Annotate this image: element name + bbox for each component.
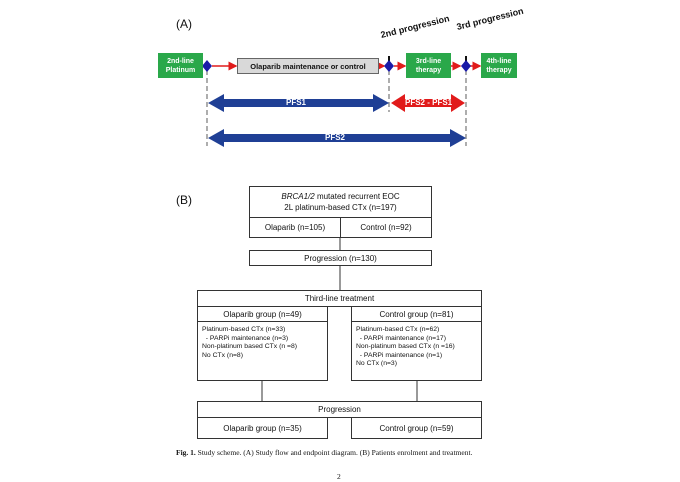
caption-label: Fig. 1. [176,448,196,457]
panel-b-label: (B) [176,193,192,207]
pfs2-minus-pfs1-arrow [391,94,465,112]
olaparib-final-box: Olaparib group (n=35) [197,417,328,439]
figure-caption: Fig. 1. Study scheme. (A) Study flow and… [176,448,472,457]
control-final-box: Control group (n=59) [351,417,482,439]
diamond-marker-prog3 [461,60,471,72]
olaparib-line-1: Platinum-based CTx (n=33) [202,326,286,333]
panel-a-diagram [202,56,482,147]
panel-a-label: (A) [176,17,192,31]
cohort-subtitle: 2L platinum-based CTx (n=197) [284,203,397,212]
progression-box: Progression (n=130) [249,250,432,266]
control-arm-box: Control (n=92) [340,217,432,238]
pfs1-arrow [208,94,389,112]
olaparib-treatment-detail: Platinum-based CTx (n=33) - PARPi mainte… [197,321,328,381]
control-treatment-detail: Platinum-based CTx (n=62) - PARPi mainte… [351,321,482,381]
control-line-5: No CTx (n=3) [356,360,397,368]
control-line-4: - PARPi maintenance (n=1) [356,351,443,359]
olaparib-arm-box: Olaparib (n=105) [249,217,341,238]
maintenance-box: Olaparib maintenance or control [237,58,379,74]
pfs2-minus-pfs1-label: PFS2 - PFS1 [405,98,453,107]
diamond-marker-prog2 [384,60,394,72]
page-number: 2 [337,472,341,481]
pfs1-label: PFS1 [286,98,307,107]
control-line-1: Platinum-based CTx (n=62) [356,326,440,333]
olaparib-line-4: No CTx (n=8) [202,351,243,359]
caption-text: Study scheme. (A) Study flow and endpoin… [195,448,473,457]
olaparib-line-3: Non-platinum based CTx (n =8) [202,343,298,351]
control-line-3: Non-platinum based CTx (n =16) [356,343,455,351]
cohort-title-rest: mutated recurrent EOC [314,192,400,201]
final-progression-box: Progression [197,401,482,418]
third-line-treatment-box: Third-line treatment [197,290,482,307]
cohort-title-italic: BRCA1/2 [281,192,315,201]
diamond-marker-start [202,60,212,72]
pfs2-arrow [208,129,466,147]
control-line-2: - PARPi maintenance (n=17) [356,334,446,342]
pfs2-label: PFS2 [325,133,346,142]
cohort-box: BRCA1/2 mutated recurrent EOC 2L platinu… [249,186,432,218]
olaparib-group-box: Olaparib group (n=49) [197,306,328,322]
olaparib-line-2: - PARPi maintenance (n=3) [202,334,289,342]
control-group-box: Control group (n=81) [351,306,482,322]
